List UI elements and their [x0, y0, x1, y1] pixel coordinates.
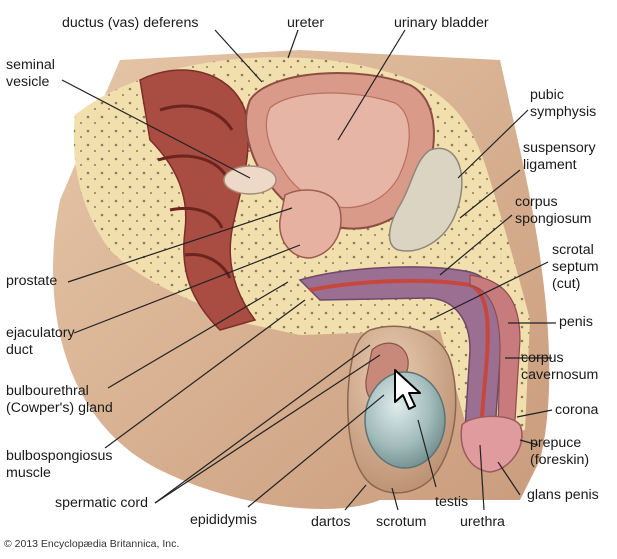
- label-penis: penis: [559, 314, 593, 330]
- label-seminal-vesicle: seminal vesicle: [6, 57, 55, 90]
- label-ejaculatory-duct: ejaculatory duct: [6, 325, 75, 358]
- label-prepuce: prepuce (foreskin): [530, 435, 590, 468]
- label-spermatic-cord: spermatic cord: [55, 495, 149, 511]
- label-dartos: dartos: [311, 514, 351, 530]
- label-scrotum: scrotum: [376, 514, 427, 530]
- seminal-vesicle-shape: [223, 165, 277, 195]
- copyright-credit: © 2013 Encyclopædia Britannica, Inc.: [4, 538, 180, 550]
- prostate-shape: [279, 189, 342, 259]
- rectum-folds: [157, 104, 234, 279]
- label-ductus-deferens: ductus (vas) deferens: [62, 15, 199, 31]
- label-urethra: urethra: [460, 514, 505, 530]
- glans-shape: [460, 415, 523, 473]
- label-scrotal-septum: scrotal septum (cut): [552, 242, 599, 292]
- pubic-symphysis-shape: [388, 147, 463, 252]
- mouse-pointer-icon: [394, 369, 421, 410]
- bladder-lumen: [265, 92, 410, 209]
- leader-lines: [61, 29, 556, 511]
- label-bulbourethral-gland: bulbourethral (Cowper's) gland: [6, 383, 113, 416]
- label-suspensory-ligament: suspensory ligament: [523, 140, 596, 173]
- label-glans-penis: glans penis: [527, 487, 599, 503]
- label-pubic-symphysis: pubic symphysis: [530, 87, 597, 120]
- label-corpus-spongiosum: corpus spongiosum: [515, 194, 592, 227]
- label-epididymis: epididymis: [190, 512, 258, 528]
- label-corona: corona: [555, 402, 599, 418]
- label-bulbospongiosus-muscle: bulbospongiosus muscle: [6, 448, 113, 481]
- label-urinary-bladder: urinary bladder: [394, 15, 489, 31]
- label-prostate: prostate: [6, 273, 58, 289]
- label-testis: testis: [435, 494, 469, 510]
- label-ureter: ureter: [287, 15, 325, 31]
- label-corpus-cavernosum: corpus cavernosum: [521, 350, 599, 383]
